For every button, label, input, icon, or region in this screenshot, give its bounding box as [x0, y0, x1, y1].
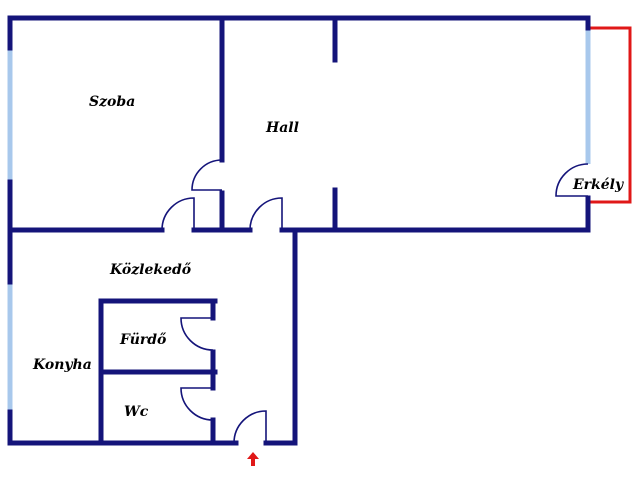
balcony-outline: [588, 26, 632, 204]
door-szoba-hall: [191, 159, 223, 191]
room-label-konyha: Konyha: [32, 357, 92, 373]
room-label-wc: Wc: [124, 404, 149, 420]
room-label-erkely: Erkély: [572, 177, 624, 193]
walls: [7, 15, 591, 446]
door-szoba: [161, 197, 195, 231]
door-entrance: [233, 410, 267, 444]
entrance-arrow-icon: [247, 452, 259, 466]
windows: [7, 28, 591, 412]
door-balcony: [555, 163, 589, 197]
room-label-furdo: Fürdő: [119, 332, 167, 348]
doors: [161, 159, 589, 444]
room-label-kozlekedo: Közlekedő: [109, 262, 192, 278]
door-hall: [249, 197, 283, 231]
room-label-szoba: Szoba: [89, 94, 135, 110]
door-furdo: [180, 317, 214, 351]
door-wc: [180, 387, 214, 421]
room-label-hall: Hall: [265, 120, 299, 136]
